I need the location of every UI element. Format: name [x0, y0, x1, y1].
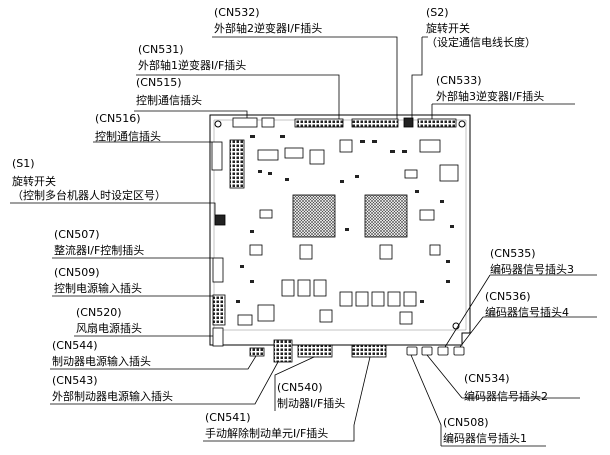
callout-cn540: (CN540) 制动器I/F插头	[277, 381, 345, 411]
callout-cn532-code: (CN532)	[214, 6, 260, 19]
connector-cn508	[406, 346, 418, 356]
callout-s2-desc: 旋转开关	[426, 22, 470, 35]
connector-cn507	[212, 257, 224, 283]
callout-cn515: (CN515) 控制通信插头	[136, 76, 202, 108]
callout-cn540-code: (CN540)	[277, 381, 323, 394]
callout-cn543: (CN543) 外部制动器电源输入插头	[52, 374, 173, 404]
callout-s1: (S1) 旋转开关 （控制多台机器人时设定区号）	[12, 157, 166, 203]
callout-cn516: (CN516) 控制通信插头	[95, 112, 161, 144]
callout-cn544-desc: 制动器电源输入插头	[52, 355, 151, 368]
callout-cn531: (CN531) 外部轴1逆变器I/F插头	[138, 43, 246, 73]
callout-cn544-code: (CN544)	[52, 339, 98, 352]
leader-lines	[10, 36, 597, 447]
callout-cn540-desc: 制动器I/F插头	[277, 397, 346, 410]
callout-cn533: (CN533) 外部轴3逆变器I/F插头	[436, 74, 544, 104]
callout-cn536: (CN536) 编码器信号插头4	[485, 290, 569, 320]
callout-cn541: (CN541) 手动解除制动单元I/F插头	[205, 411, 328, 441]
callout-cn535-code: (CN535)	[490, 247, 536, 260]
callout-s2-code: (S2)	[426, 6, 449, 19]
callout-cn535-desc: 编码器信号插头3	[490, 263, 574, 276]
callout-cn534-desc: 编码器信号插头2	[464, 390, 548, 403]
callout-cn515-desc: 控制通信插头	[136, 94, 202, 107]
relay-row	[237, 279, 417, 326]
left-connectors	[211, 139, 245, 347]
switch-s2	[403, 117, 414, 128]
callout-cn534: (CN534) 编码器信号插头2	[464, 372, 548, 404]
callout-cn535: (CN535) 编码器信号插头3	[490, 247, 574, 277]
callout-cn541-desc: 手动解除制动单元I/F插头	[205, 427, 329, 440]
callout-cn508-code: (CN508)	[443, 416, 489, 429]
callout-cn507-desc: 整流器I/F控制插头	[54, 244, 145, 257]
callout-cn508-desc: 编码器信号插头1	[443, 432, 527, 445]
callout-cn516-desc: 控制通信插头	[95, 130, 161, 143]
connector-cn532	[351, 118, 399, 128]
callout-cn509: (CN509) 控制电源输入插头	[54, 266, 142, 296]
callout-cn520-code: (CN520)	[76, 306, 122, 319]
connector-cn541	[351, 344, 387, 358]
callout-s1-desc: 旋转开关	[12, 175, 56, 188]
callout-cn507: (CN507) 整流器I/F控制插头	[54, 228, 144, 258]
callout-cn509-code: (CN509)	[54, 266, 100, 279]
bottom-connectors	[249, 339, 465, 363]
center-chips	[249, 139, 459, 260]
callout-cn532: (CN532) 外部轴2逆变器I/F插头	[214, 6, 322, 36]
connector-cn515	[294, 118, 344, 128]
callout-cn531-code: (CN531)	[138, 43, 184, 56]
callout-cn509-desc: 控制电源输入插头	[54, 282, 142, 295]
callout-cn534-code: (CN534)	[464, 372, 510, 385]
connector-cn543	[273, 339, 293, 363]
callout-cn532-desc: 外部轴2逆变器I/F插头	[214, 22, 323, 35]
callout-cn544: (CN544) 制动器电源输入插头	[52, 339, 151, 369]
callout-cn507-code: (CN507)	[54, 228, 100, 241]
connector-cn531	[232, 117, 258, 128]
callout-s1-desc2: （控制多台机器人时设定区号）	[12, 189, 166, 202]
callout-cn520: (CN520) 风扇电源插头	[76, 306, 142, 336]
connector-cn536	[453, 346, 465, 356]
callout-cn536-desc: 编码器信号插头4	[485, 306, 569, 319]
connector-cn534	[421, 346, 433, 356]
callout-cn536-code: (CN536)	[485, 290, 531, 303]
connector-cn535	[437, 346, 449, 356]
callout-s2-desc2: （设定通信电线长度）	[426, 36, 536, 49]
callout-cn520-desc: 风扇电源插头	[76, 322, 142, 335]
callout-s1-code: (S1)	[12, 157, 35, 170]
connector-cn520	[212, 327, 224, 347]
connector-cn544	[249, 347, 265, 357]
callout-cn516-code: (CN516)	[95, 112, 141, 125]
callout-cn508: (CN508) 编码器信号插头1	[443, 416, 527, 446]
connector-cn540	[297, 344, 333, 358]
callout-cn533-code: (CN533)	[436, 74, 482, 87]
callout-cn541-code: (CN541)	[205, 411, 251, 424]
callout-cn515-code: (CN515)	[136, 76, 182, 89]
callout-cn533-desc: 外部轴3逆变器I/F插头	[436, 90, 545, 103]
callout-cn543-code: (CN543)	[52, 374, 98, 387]
top-connectors	[232, 117, 457, 128]
connector-cn516	[211, 141, 223, 171]
switch-s1	[214, 214, 226, 226]
callout-cn531-desc: 外部轴1逆变器I/F插头	[138, 59, 247, 72]
callout-s2: (S2) 旋转开关 （设定通信电线长度）	[426, 6, 536, 50]
connector-cn509	[212, 294, 226, 326]
connector-cn533	[417, 118, 457, 128]
small-components	[236, 135, 454, 303]
callout-cn543-desc: 外部制动器电源输入插头	[52, 390, 173, 403]
